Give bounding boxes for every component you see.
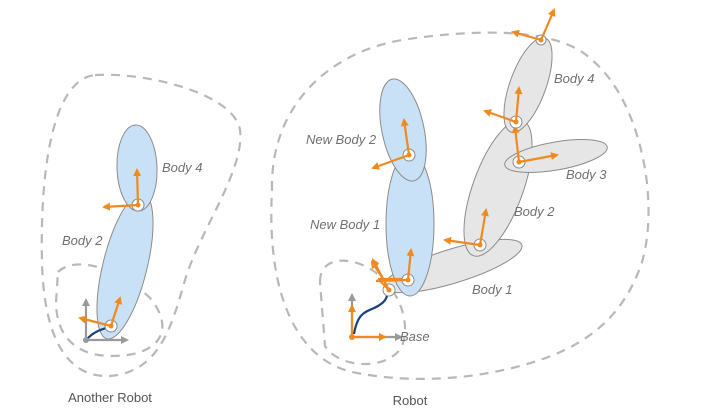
joint-frame-body-4[interactable] [102, 168, 145, 212]
connection-curve [352, 291, 390, 335]
joint-frame-new-body-2[interactable] [371, 118, 416, 170]
joint-frame-body-3[interactable] [511, 125, 559, 169]
end-frame-body-4[interactable] [511, 8, 556, 46]
label-body-4: Body 4 [554, 71, 594, 86]
label-body-3: Body 3 [566, 167, 607, 182]
body-4-ellipse[interactable] [494, 32, 562, 138]
base-origin [349, 334, 355, 340]
caption-another-robot: Another Robot [68, 390, 152, 405]
label-base: Base [400, 329, 430, 344]
workspace-outline [40, 73, 242, 378]
joint-frame-body-2[interactable] [78, 296, 122, 333]
base-region-outline [318, 259, 407, 365]
label-body-2: Body 2 [62, 233, 103, 248]
label-new-body-1: New Body 1 [310, 217, 380, 232]
joint-frame-new-body-1[interactable] [370, 248, 415, 287]
caption-robot: Robot [393, 393, 428, 408]
connection-curve [87, 326, 107, 339]
label-new-body-2: New Body 2 [306, 132, 377, 147]
workspace-outline [270, 31, 650, 380]
label-body-2: Body 2 [514, 204, 555, 219]
joint-frame-body-2[interactable] [443, 208, 489, 252]
robot: New Body 2 New Body 1 Body 1 Body 2 Body… [270, 8, 650, 408]
body-2-ellipse[interactable] [450, 112, 546, 264]
label-body-4: Body 4 [162, 160, 202, 175]
another-robot: Body 4 Body 2 Another Robot [40, 73, 242, 405]
label-body-1: Body 1 [472, 282, 512, 297]
body-2-ellipse[interactable] [86, 188, 165, 344]
world-origin [83, 337, 89, 343]
base-region-outline [54, 263, 164, 358]
joint-frame-body-4[interactable] [483, 86, 523, 129]
